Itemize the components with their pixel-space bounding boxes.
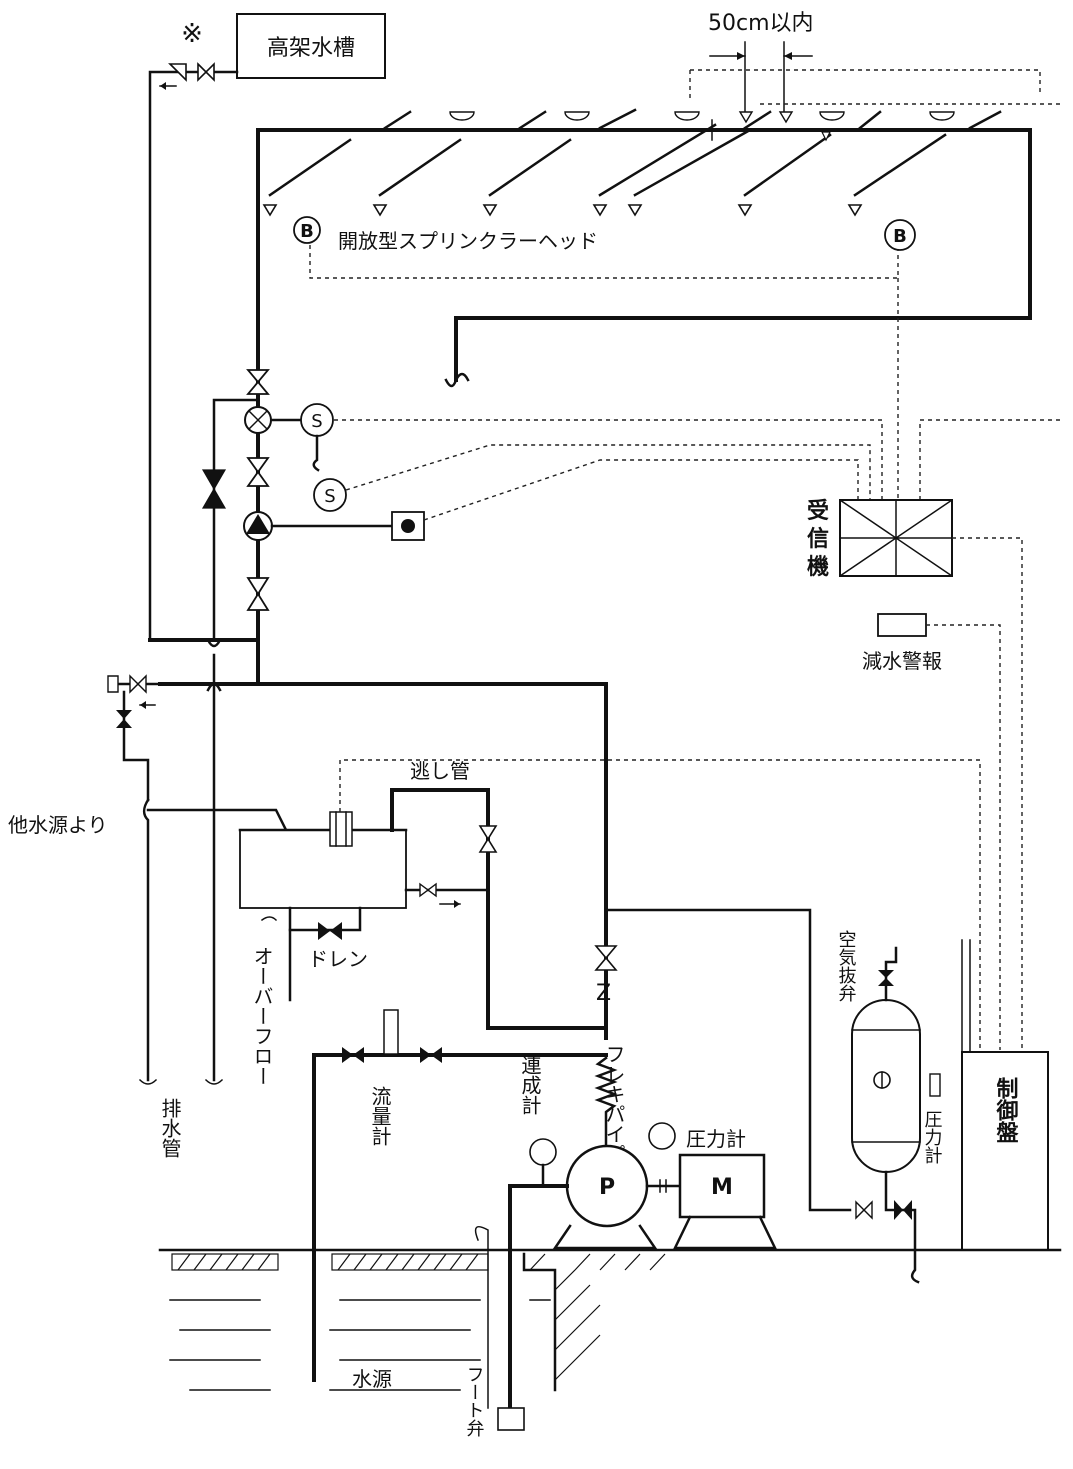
svg-text:空気抜弁: 空気抜弁: [836, 930, 857, 1002]
solenoid-valve-s-2: S: [313, 478, 347, 512]
main-supply-line: [107, 638, 608, 1040]
elevated-tank-label: 高架水槽: [267, 36, 355, 61]
svg-text:B: B: [300, 221, 314, 242]
control-panel: 制御盤: [961, 939, 1049, 1251]
compound-gauge: 連成計: [518, 1055, 557, 1187]
svg-text:排水管: 排水管: [158, 1098, 182, 1158]
water-source-label: 水源: [352, 1367, 392, 1391]
other-source-line: [142, 798, 150, 1082]
svg-text:流量計: 流量計: [368, 1086, 392, 1146]
motor: M: [673, 1153, 777, 1250]
elevated-water-tank: 高架水槽: [236, 13, 386, 79]
open-sprinkler-head-label: 開放型スプリンクラーヘッド: [338, 229, 598, 253]
ground-and-water-source: 水源: [158, 1248, 1062, 1392]
svg-text:フート弁: フート弁: [464, 1365, 485, 1437]
flexible-pipe: フレキパイプ: [594, 1044, 626, 1164]
receiver-label-3: 機: [807, 555, 829, 580]
sprinkler-heads-upper: [449, 111, 955, 142]
sensor-wiring-top: [689, 69, 1060, 105]
level-switch-wiring: [339, 759, 981, 1050]
pressure-switch-box: [391, 511, 425, 541]
pressure-tank: 空気抜弁 圧力計: [836, 930, 943, 1284]
receiver-panel: 受 信 機: [807, 498, 954, 580]
sensor-b-right: B: [884, 219, 916, 251]
drain-label: ドレン: [308, 947, 368, 971]
relief-pipe-label: 逃し管: [410, 759, 470, 783]
svg-text:S: S: [324, 486, 335, 507]
solenoid-valve-s-1: S: [300, 403, 334, 472]
svg-text:制御盤: 制御盤: [993, 1077, 1020, 1143]
control-wiring: [334, 419, 1060, 521]
relief-pipe: 逃し管: [390, 759, 608, 1030]
sprinkler-heads-lower: [262, 204, 863, 217]
svg-text:フレキパイプ: フレキパイプ: [602, 1044, 626, 1164]
sensor-b-left: B: [293, 216, 321, 244]
pump-label: P: [599, 1175, 615, 1200]
svg-text:オーバーフロー: オーバーフロー: [250, 946, 274, 1086]
sensor-b-wiring: [309, 245, 899, 279]
receiver-label-2: 信: [807, 526, 829, 552]
sprinkler-header-piping: [256, 108, 1032, 388]
svg-text:圧力計: 圧力計: [922, 1110, 943, 1164]
distance-note: 50cm以内: [708, 11, 814, 119]
alarm-valve-assembly: [201, 368, 394, 1082]
pump-pressure-gauge: 圧力計: [648, 1122, 746, 1151]
receiver-label-1: 受: [807, 498, 829, 524]
receiver-to-control-wiring: [952, 537, 1023, 1050]
low-water-alarm-label: 減水警報: [862, 649, 942, 673]
check-valve-symbol: Z: [596, 981, 611, 1006]
test-line-flow-meter: 流量計: [312, 1009, 608, 1382]
pump: P: [552, 1144, 682, 1250]
pump-discharge-valves: Z: [594, 908, 852, 1212]
pressure-gauge-label: 圧力計: [686, 1127, 746, 1151]
low-water-alarm: 減水警報: [862, 613, 1001, 1050]
distance-note-label: 50cm以内: [708, 11, 814, 36]
supply-to-tank: [146, 808, 288, 832]
svg-text:B: B: [893, 226, 907, 247]
overflow-drain-pipes: オーバーフロー 排水管: [138, 946, 274, 1158]
tank-supply-line: [148, 62, 239, 642]
svg-text:連成計: 連成計: [518, 1055, 542, 1115]
motor-label: M: [711, 1175, 733, 1200]
from-other-source-label: 他水源より: [8, 813, 108, 837]
reference-mark: ※: [181, 19, 203, 49]
supply-water-tank: [238, 811, 408, 1002]
svg-text:S: S: [311, 411, 322, 432]
suction-line: フート弁: [464, 1184, 569, 1437]
